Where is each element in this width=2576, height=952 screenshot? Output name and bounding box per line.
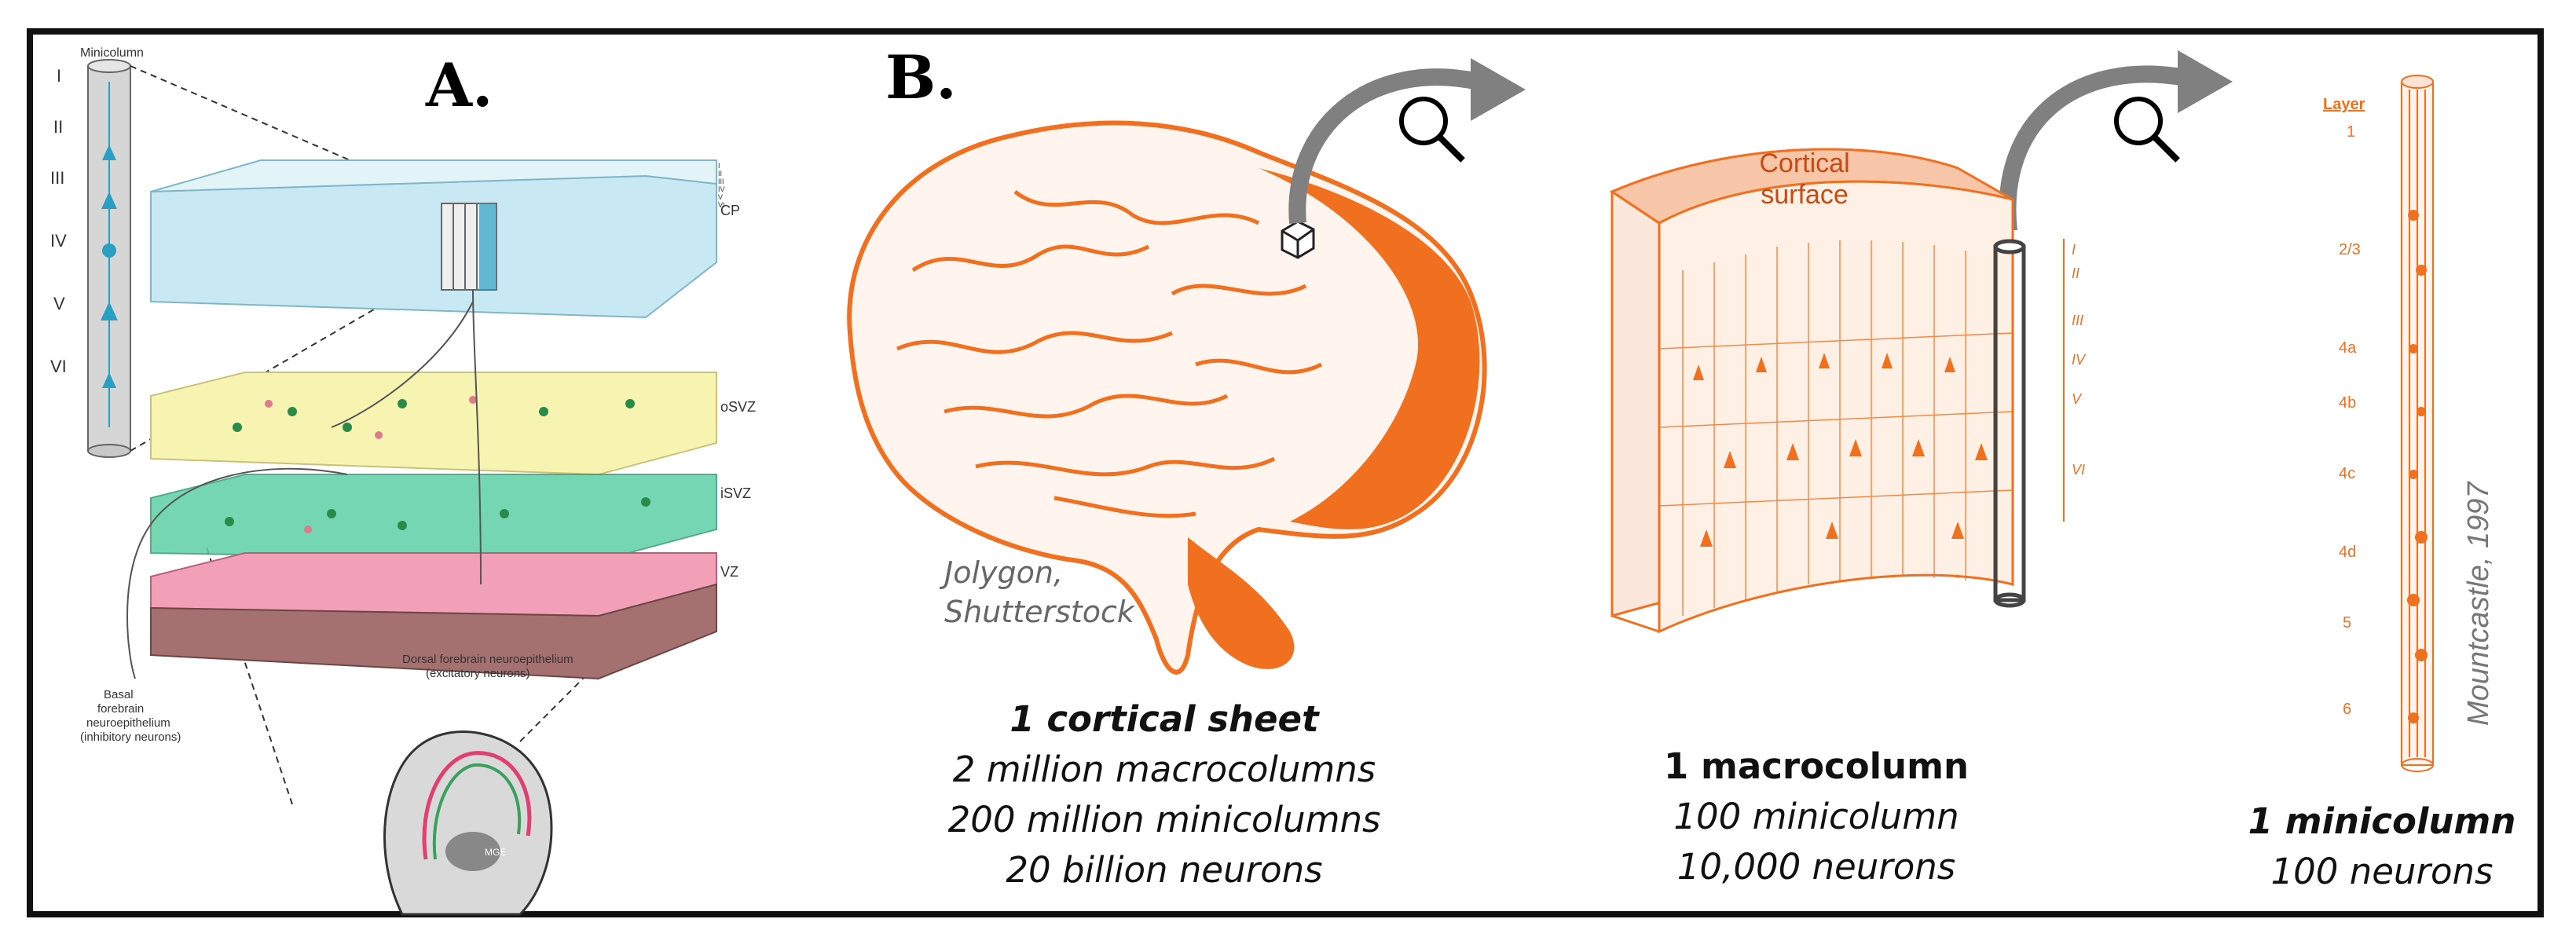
layer-label-2: II [53,117,63,137]
column-layer-header: Layer [2323,96,2365,113]
cp-slab [150,159,717,319]
caption-macro-line1: 100 minicolumn [1673,796,1959,837]
minicolumn-drawing [2401,75,2434,772]
cp-layer-5: V [718,193,723,201]
block-layer-1: I [2072,242,2076,258]
column-layer-1: 1 [2347,123,2355,141]
minicolumn-label: Minicolumn [80,46,144,60]
panel-b-diagram: Cortical surface I II III IV V VI Layer [847,50,2495,772]
macrocolumn-block [1609,148,2065,634]
block-layer-2: II [2072,265,2079,281]
column-layer-4a: 4a [2339,339,2357,357]
block-layer-3: III [2072,313,2083,328]
vz-slab [150,552,717,680]
mge-label: MGE [485,847,506,858]
cp-layer-4: IV [718,185,725,193]
figure-frame: A. [27,28,2544,917]
column-layer-5: 5 [2343,614,2351,632]
caption-sheet-title: 1 cortical sheet [1010,698,1319,740]
caption-macrocolumn: 1 macrocolumn 100 minicolumn 10,000 neur… [1620,741,2013,892]
dorsal-label-line2: (excitatory neurons) [426,667,530,680]
brain-credit: Jolygon, Shutterstock [944,553,1134,632]
basal-label-line2: forebrain [97,702,144,716]
zoom-arrow-1 [1288,58,1526,224]
magnifier-icon [1399,97,1465,163]
layer-label-1: I [57,66,61,86]
column-layer-2-3: 2/3 [2339,241,2361,258]
column-credit: Mountcastle, 1997 [2462,481,2495,726]
cortical-surface-line2: surface [1761,180,1849,210]
zone-label-vz: VZ [720,564,738,580]
panel-a-letter: A. [426,50,493,120]
cp-layer-6: VI [718,201,725,209]
caption-cortical-sheet: 1 cortical sheet 2 million macrocolumns … [889,694,1439,895]
magnifier-icon [2114,97,2180,163]
minicolumn-cylinder [87,59,131,458]
layer-label-5: V [53,294,65,313]
layer-label-6: VI [50,357,67,376]
brain-section [383,730,553,916]
block-layer-6: VI [2072,462,2085,478]
caption-mini-title: 1 minicolumn [2248,800,2516,842]
zone-label-osvz: oSVZ [720,399,756,415]
zone-label-isvz: iSVZ [720,485,751,501]
caption-sheet-line2: 200 million minicolumns [947,799,1381,840]
caption-sheet-line1: 2 million macrocolumns [952,749,1376,790]
caption-macro-line2: 10,000 neurons [1676,846,1956,888]
block-layer-5: V [2072,391,2083,407]
zone-label-cp: CP [720,203,740,218]
brain-credit-line1: Jolygon, [944,555,1064,590]
osvz-slab [150,372,717,476]
cp-layer-2: II [718,170,722,178]
layer-label-4: IV [50,231,67,251]
caption-sheet-line3: 20 billion neurons [1006,849,1323,891]
cp-layer-1: I [718,162,720,170]
basal-label-line4: (inhibitory neurons) [80,730,181,744]
cp-layer-3: III [718,178,724,185]
panel-b-letter: B. [885,42,957,112]
zoom-arrow-2 [1999,50,2233,233]
caption-minicolumn: 1 minicolumn 100 neurons [2233,796,2531,897]
block-layer-4: IV [2072,352,2087,368]
caption-mini-line1: 100 neurons [2270,851,2494,892]
dorsal-label-line1: Dorsal forebrain neuroepithelium [402,653,573,666]
basal-label-line1: Basal [104,688,134,701]
basal-label-line3: neuroepithelium [86,716,170,730]
panel-a-diagram: CP oSVZ iSVZ VZ Minicolumn I II III IV V… [50,46,756,916]
isvz-slab [150,474,717,562]
brain-illustration [847,120,1487,675]
caption-macro-title: 1 macrocolumn [1664,745,1969,787]
column-layer-6: 6 [2343,701,2351,718]
column-layer-4b: 4b [2339,394,2356,412]
brain-credit-line2: Shutterstock [944,595,1134,629]
column-layer-4c: 4c [2339,465,2355,482]
column-layer-4d: 4d [2339,544,2356,561]
cortical-surface-line1: Cortical [1759,148,1849,178]
layer-label-3: III [50,168,64,188]
